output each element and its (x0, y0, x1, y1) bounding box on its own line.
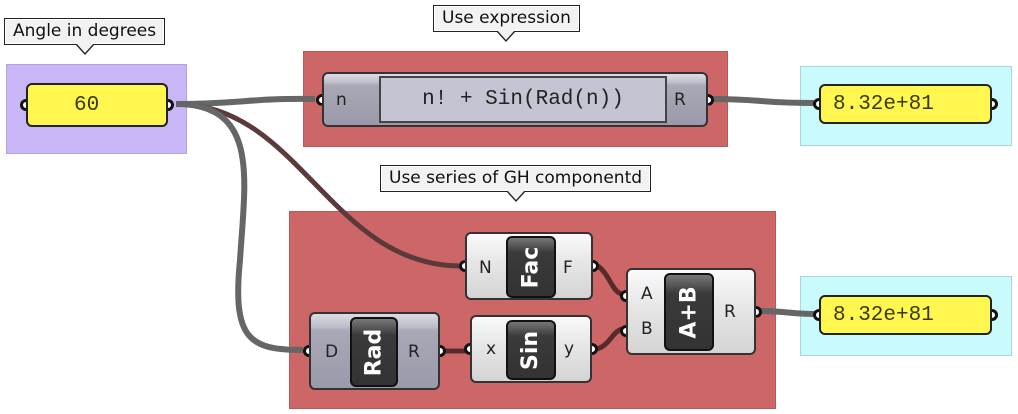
output-grip[interactable] (992, 98, 998, 110)
addition-component[interactable]: A B A+B R (620, 268, 762, 355)
input-param-n[interactable]: n (336, 90, 347, 110)
expression-component[interactable]: n n! + Sin(Rad(n)) R (316, 72, 714, 127)
expression-value: n! + Sin(Rad(n)) (422, 88, 624, 111)
expression-group-label: Use expression (433, 5, 580, 32)
input-param-n[interactable]: N (479, 258, 492, 278)
expression-text[interactable]: n! + Sin(Rad(n)) (379, 76, 667, 123)
output-grip-r[interactable] (756, 305, 762, 318)
sine-component[interactable]: x Sin y (464, 315, 598, 383)
input-param-x[interactable]: x (486, 339, 497, 359)
output-grip-r[interactable] (440, 345, 446, 357)
input-grip-n[interactable] (316, 93, 322, 106)
factorial-name: Fac (518, 246, 544, 288)
wire-add-to-output (757, 308, 816, 317)
input-grip-d[interactable] (303, 345, 309, 357)
output-grip[interactable] (168, 99, 174, 111)
expression-result-value[interactable]: 8.32e+81 (833, 92, 934, 116)
output-grip[interactable] (992, 309, 998, 321)
output-param-f[interactable]: F (563, 258, 573, 278)
series-result-panel[interactable]: 8.32e+81 (813, 295, 998, 335)
input-param-b[interactable]: B (641, 319, 653, 339)
angle-input-panel[interactable]: 60 (20, 83, 174, 127)
wire-factorial-to-add (596, 264, 623, 297)
wire-expression-to-output (711, 96, 816, 106)
addition-icon: A+B (664, 273, 714, 351)
output-param-r[interactable]: R (408, 342, 420, 362)
addition-name: A+B (676, 285, 702, 339)
input-param-a[interactable]: A (641, 284, 653, 304)
wire-sine-to-add (596, 326, 624, 352)
input-param-d[interactable]: D (325, 342, 339, 362)
series-group-label: Use series of GH componentd (380, 165, 652, 192)
expression-result-panel[interactable]: 8.32e+81 (813, 84, 998, 124)
factorial-component[interactable]: N Fac F (459, 232, 599, 300)
series-result-value[interactable]: 8.32e+81 (833, 303, 934, 327)
radians-icon: Rad (350, 317, 398, 387)
output-grip-f[interactable] (593, 260, 599, 272)
sine-name: Sin (518, 330, 544, 370)
input-grip[interactable] (20, 99, 26, 111)
output-param-r[interactable]: R (724, 302, 736, 322)
output-grip-r[interactable] (708, 93, 714, 106)
output-param-r[interactable]: R (674, 90, 686, 110)
radians-component[interactable]: D Rad R (303, 312, 446, 390)
input-grip-x[interactable] (464, 343, 470, 355)
wire-input-to-radians (175, 101, 304, 353)
factorial-icon: Fac (506, 236, 556, 298)
input-grip-a[interactable] (620, 290, 626, 302)
input-grip-n[interactable] (459, 260, 465, 272)
input-grip[interactable] (813, 98, 819, 110)
wire-input-to-factorial (175, 101, 461, 269)
radians-name: Rad (361, 328, 387, 376)
angle-value[interactable]: 60 (74, 93, 100, 117)
input-grip[interactable] (813, 309, 819, 321)
sine-icon: Sin (506, 320, 556, 380)
input-grip-b[interactable] (620, 325, 626, 337)
output-grip-y[interactable] (592, 343, 598, 355)
input-group-label: Angle in degrees (4, 18, 166, 45)
output-param-y[interactable]: y (564, 339, 575, 359)
